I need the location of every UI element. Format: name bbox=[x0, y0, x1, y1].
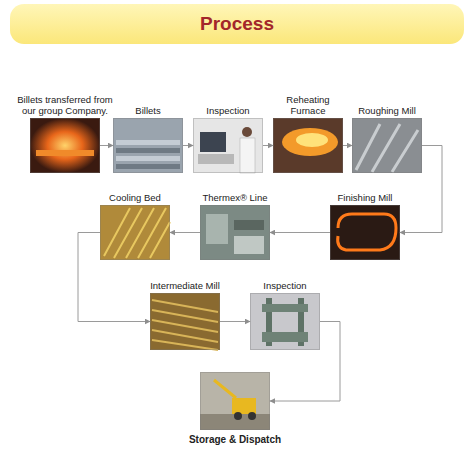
flow-arrow bbox=[400, 146, 442, 233]
flow-arrow bbox=[220, 321, 250, 322]
step-label: Inspection bbox=[188, 105, 268, 116]
photo-hot-bar bbox=[338, 214, 396, 250]
photo-background bbox=[200, 205, 270, 260]
photo-person bbox=[240, 138, 255, 173]
photo-intermediate-mill bbox=[150, 293, 220, 350]
photo-person bbox=[242, 127, 252, 137]
photo-wheel bbox=[234, 412, 242, 420]
flow-arrow bbox=[270, 232, 330, 233]
photo-detail bbox=[116, 140, 180, 145]
process-step: Inspection bbox=[193, 118, 263, 173]
process-step: Cooling Bed bbox=[100, 205, 170, 260]
photo-thermex-line bbox=[200, 205, 270, 260]
photo-storage-yard bbox=[200, 372, 270, 430]
step-label: Inspection bbox=[245, 280, 325, 291]
photo-furnace bbox=[273, 118, 343, 173]
photo-background bbox=[30, 118, 100, 173]
photo-background bbox=[200, 372, 270, 430]
photo-flame bbox=[282, 128, 338, 156]
photo-background bbox=[113, 118, 183, 173]
step-label: Thermex® Line bbox=[195, 192, 275, 203]
photo-detail bbox=[262, 304, 308, 312]
photo-inspection-lab bbox=[193, 118, 263, 173]
photo-finishing-mill bbox=[330, 205, 400, 260]
process-step: Reheating Furnace bbox=[273, 118, 343, 173]
photo-background bbox=[250, 293, 320, 350]
step-label: Storage & Dispatch bbox=[175, 434, 295, 445]
photo-detail bbox=[116, 148, 180, 153]
photo-background bbox=[330, 205, 400, 260]
photo-testing-machine bbox=[250, 293, 320, 350]
photo-background bbox=[100, 205, 170, 260]
flow-arrow bbox=[170, 232, 200, 233]
process-step: Thermex® Line bbox=[200, 205, 270, 260]
photo-detail bbox=[234, 236, 264, 254]
flow-arrow bbox=[100, 145, 113, 146]
photo-background bbox=[352, 118, 422, 173]
photo-detail bbox=[356, 124, 418, 172]
process-step: Roughing Mill bbox=[352, 118, 422, 173]
step-label: Cooling Bed bbox=[95, 192, 175, 203]
photo-detail bbox=[206, 214, 228, 244]
process-step: Storage & Dispatch bbox=[200, 372, 270, 430]
photo-crane-arm bbox=[214, 380, 236, 398]
photo-background bbox=[150, 293, 220, 350]
photo-detail bbox=[36, 150, 94, 156]
photo-flame bbox=[296, 133, 328, 147]
process-step: Billets transferred from our group Compa… bbox=[30, 118, 100, 173]
photo-hot-billets bbox=[30, 118, 100, 173]
photo-cooling-bed bbox=[100, 205, 170, 260]
flow-arrow bbox=[78, 233, 150, 322]
flow-arrow bbox=[343, 145, 352, 146]
photo-background bbox=[193, 118, 263, 173]
process-step: Inspection bbox=[250, 293, 320, 350]
photo-wheel bbox=[248, 412, 256, 420]
photo-detail bbox=[262, 332, 308, 342]
photo-billets-stack bbox=[113, 118, 183, 173]
step-label: Finishing Mill bbox=[325, 192, 405, 203]
step-label: Intermediate Mill bbox=[140, 280, 230, 291]
process-step: Intermediate Mill bbox=[150, 293, 220, 350]
step-label: Roughing Mill bbox=[347, 105, 427, 116]
photo-background bbox=[273, 118, 343, 173]
flow-arrow bbox=[183, 145, 193, 146]
photo-roughing-mill bbox=[352, 118, 422, 173]
photo-crane bbox=[232, 398, 256, 414]
photo-detail bbox=[234, 220, 264, 230]
process-step: Finishing Mill bbox=[330, 205, 400, 260]
page-title: Process bbox=[10, 4, 464, 44]
process-step: Billets bbox=[113, 118, 183, 173]
title-band bbox=[10, 4, 464, 44]
step-label: Billets bbox=[108, 105, 188, 116]
photo-detail bbox=[116, 164, 180, 169]
flow-arrow bbox=[270, 322, 340, 402]
photo-detail bbox=[152, 300, 218, 350]
photo-monitor bbox=[200, 132, 226, 152]
photo-detail bbox=[116, 156, 180, 161]
flow-arrow bbox=[263, 145, 273, 146]
photo-detail bbox=[104, 208, 170, 258]
step-label: Reheating Furnace bbox=[278, 94, 338, 116]
step-label: Billets transferred from our group Compa… bbox=[17, 94, 113, 116]
photo-desk bbox=[198, 154, 234, 164]
